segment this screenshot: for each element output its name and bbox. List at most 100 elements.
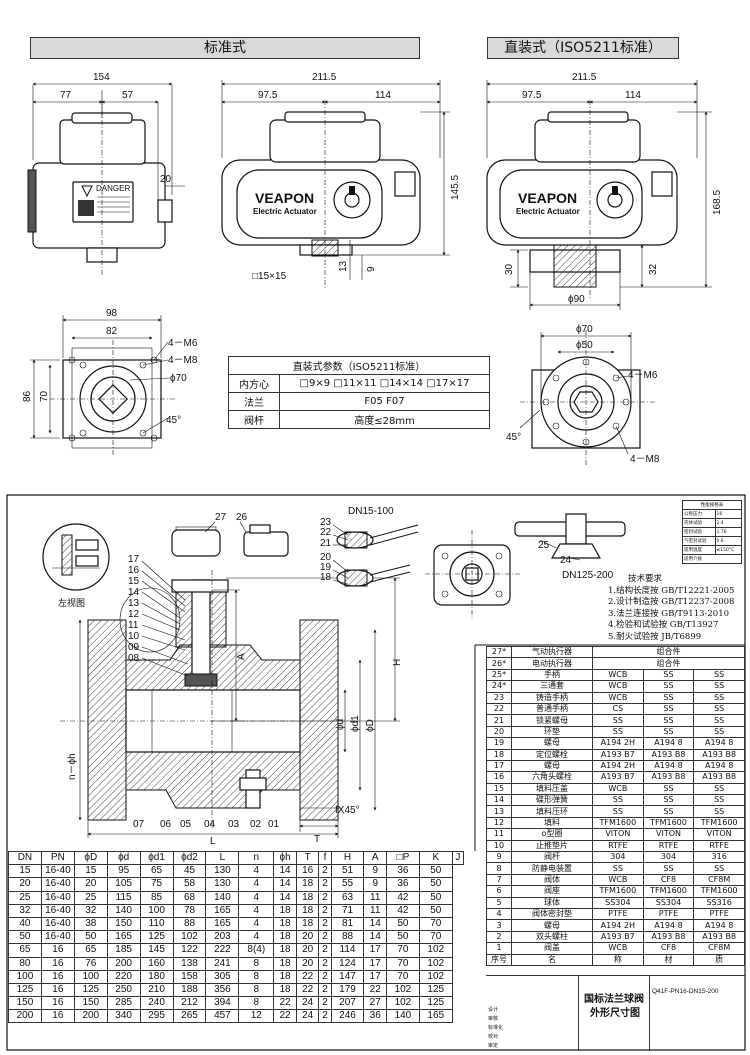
dim-30: 30 (504, 263, 515, 275)
role-2: 标准化 (488, 1025, 504, 1031)
standard-header: 标准式 (30, 37, 420, 59)
bom-cell: PTFE (592, 907, 644, 921)
bom-cell: CF8 (642, 942, 695, 955)
bom-cell: 26* (486, 657, 512, 670)
drawing-frame (6, 494, 746, 1051)
dims-cell: 16 (40, 996, 75, 1011)
dims-cell: 16-40 (40, 903, 75, 918)
dims-cell: 295 (139, 1009, 174, 1024)
dims-cell: 2 (318, 982, 332, 998)
brand-label-direct: VEAPON (518, 190, 577, 206)
dims-cell: 11 (363, 903, 387, 918)
dims-cell: 25 (73, 890, 108, 905)
dims-cell: 17 (363, 943, 387, 958)
handle-views (332, 524, 419, 587)
direct-mount-param-table: 直装式参数（ISO5211标准） 内方心□9×9 □11×11 □14×14 □… (228, 356, 490, 429)
dims-header-cell: ϕd (106, 850, 141, 866)
bom-cell: PTFE (642, 907, 695, 921)
bom-cell: SS304 (592, 896, 644, 910)
dims-header-cell: ϕd1 (139, 850, 174, 866)
dims-cell: 285 (106, 996, 141, 1011)
dims-cell: 165 (418, 1009, 453, 1024)
callout-26: 26 (236, 512, 248, 523)
bom-cell: WCB (592, 680, 644, 693)
dims-cell: 14 (363, 916, 387, 932)
callout-20: 20 (320, 552, 332, 563)
bom-cell: 11 (486, 828, 512, 841)
bom-cell: 阀体密封垫 (511, 907, 593, 921)
dims-cell: 2 (318, 877, 332, 892)
dims-cell: 2 (318, 956, 332, 971)
bom-cell: 填料压环 (511, 805, 593, 818)
dims-cell: 68 (172, 890, 207, 905)
tech-item-2: 2.设计制造按 GB/T12237-2008 (608, 597, 735, 607)
title-code: Q41F-PN16-DN15-200 (652, 988, 719, 995)
dims-cell: 210 (139, 982, 174, 998)
bom-cell: SS (642, 680, 695, 693)
param-value-0: □9×9 □11×11 □14×14 □17×17 (279, 374, 490, 393)
title-block: 设计 审核 标准化 校对 审定 国标法兰球阀 外形尺寸图 Q41F-PN16-D… (486, 975, 745, 1051)
dims-cell: 138 (172, 956, 207, 971)
dims-cell: 165 (205, 903, 240, 918)
dims-cell: 76 (73, 956, 108, 971)
dims-cell: 65 (139, 864, 174, 879)
callout-23: 23 (320, 517, 332, 528)
dim-nphi: n－ϕh (67, 753, 78, 780)
callout-09: 09 (128, 642, 140, 653)
dims-cell: 71 (330, 903, 365, 918)
dims-cell: 18 (295, 890, 320, 905)
bom-cell: 螺母 (511, 759, 593, 773)
bom-cell: SS (642, 668, 695, 682)
bom-cell: 5 (486, 896, 512, 910)
dim-A: A (236, 653, 247, 660)
bom-cell: 24* (486, 680, 512, 693)
bom-cell: A194 2H (592, 737, 644, 750)
bom-cell: SS (642, 782, 695, 796)
dims-cell: 18 (295, 903, 320, 918)
dims-cell: 9 (363, 877, 387, 892)
bom-cell: SS (592, 714, 644, 727)
bom-cell: 304 (592, 851, 644, 864)
dim-168-5: 168.5 (712, 190, 723, 215)
danger-label-lines (97, 196, 130, 213)
dim-phi50: ϕ50 (576, 340, 593, 351)
tech-item-5: 5.耐火试验按 JB/T6899 (608, 631, 702, 642)
dims-cell: 2 (318, 1009, 332, 1024)
bom-cell: 20 (486, 725, 512, 739)
large-handle-view (514, 513, 626, 561)
bom-cell: SS (642, 862, 695, 875)
dim-154: 154 (93, 72, 110, 83)
bom-cell: 18 (486, 748, 512, 761)
callout-01: 01 (268, 819, 280, 830)
callout-16: 16 (128, 565, 140, 576)
dim-fx45: fX45° (335, 805, 360, 816)
bom-footer-cell: 序号 (486, 953, 512, 966)
callout-11: 11 (128, 620, 139, 631)
dims-cell: 36 (385, 877, 420, 892)
param-value-2: 高度≤28mm (279, 410, 490, 429)
bom-cell: A193 B8 (642, 771, 695, 784)
dim-phi90: ϕ90 (568, 294, 585, 305)
tech-item-4: 4.检验和试验按 GB/T13927 (608, 620, 719, 630)
dims-cell: 18 (273, 969, 297, 984)
dims-cell: 88 (330, 930, 365, 945)
dims-cell: 14 (273, 877, 297, 892)
param-value-1: F05 F07 (279, 392, 490, 411)
dims-cell: 70 (385, 943, 420, 958)
dims-cell: 58 (172, 877, 207, 892)
dims-cell: 2 (318, 890, 332, 905)
dims-cell: 38 (73, 916, 108, 932)
dims-cell: 100 (73, 969, 108, 984)
bom-cell: CS (592, 702, 644, 716)
bom-cell: SS (693, 668, 745, 682)
dims-cell: 8 (238, 956, 275, 971)
bom-cell: SS (592, 862, 644, 875)
bom-cell: TFM1600 (592, 816, 644, 830)
bom-cell: 三通套 (511, 680, 593, 693)
param-label-2: 阀杆 (228, 410, 280, 429)
